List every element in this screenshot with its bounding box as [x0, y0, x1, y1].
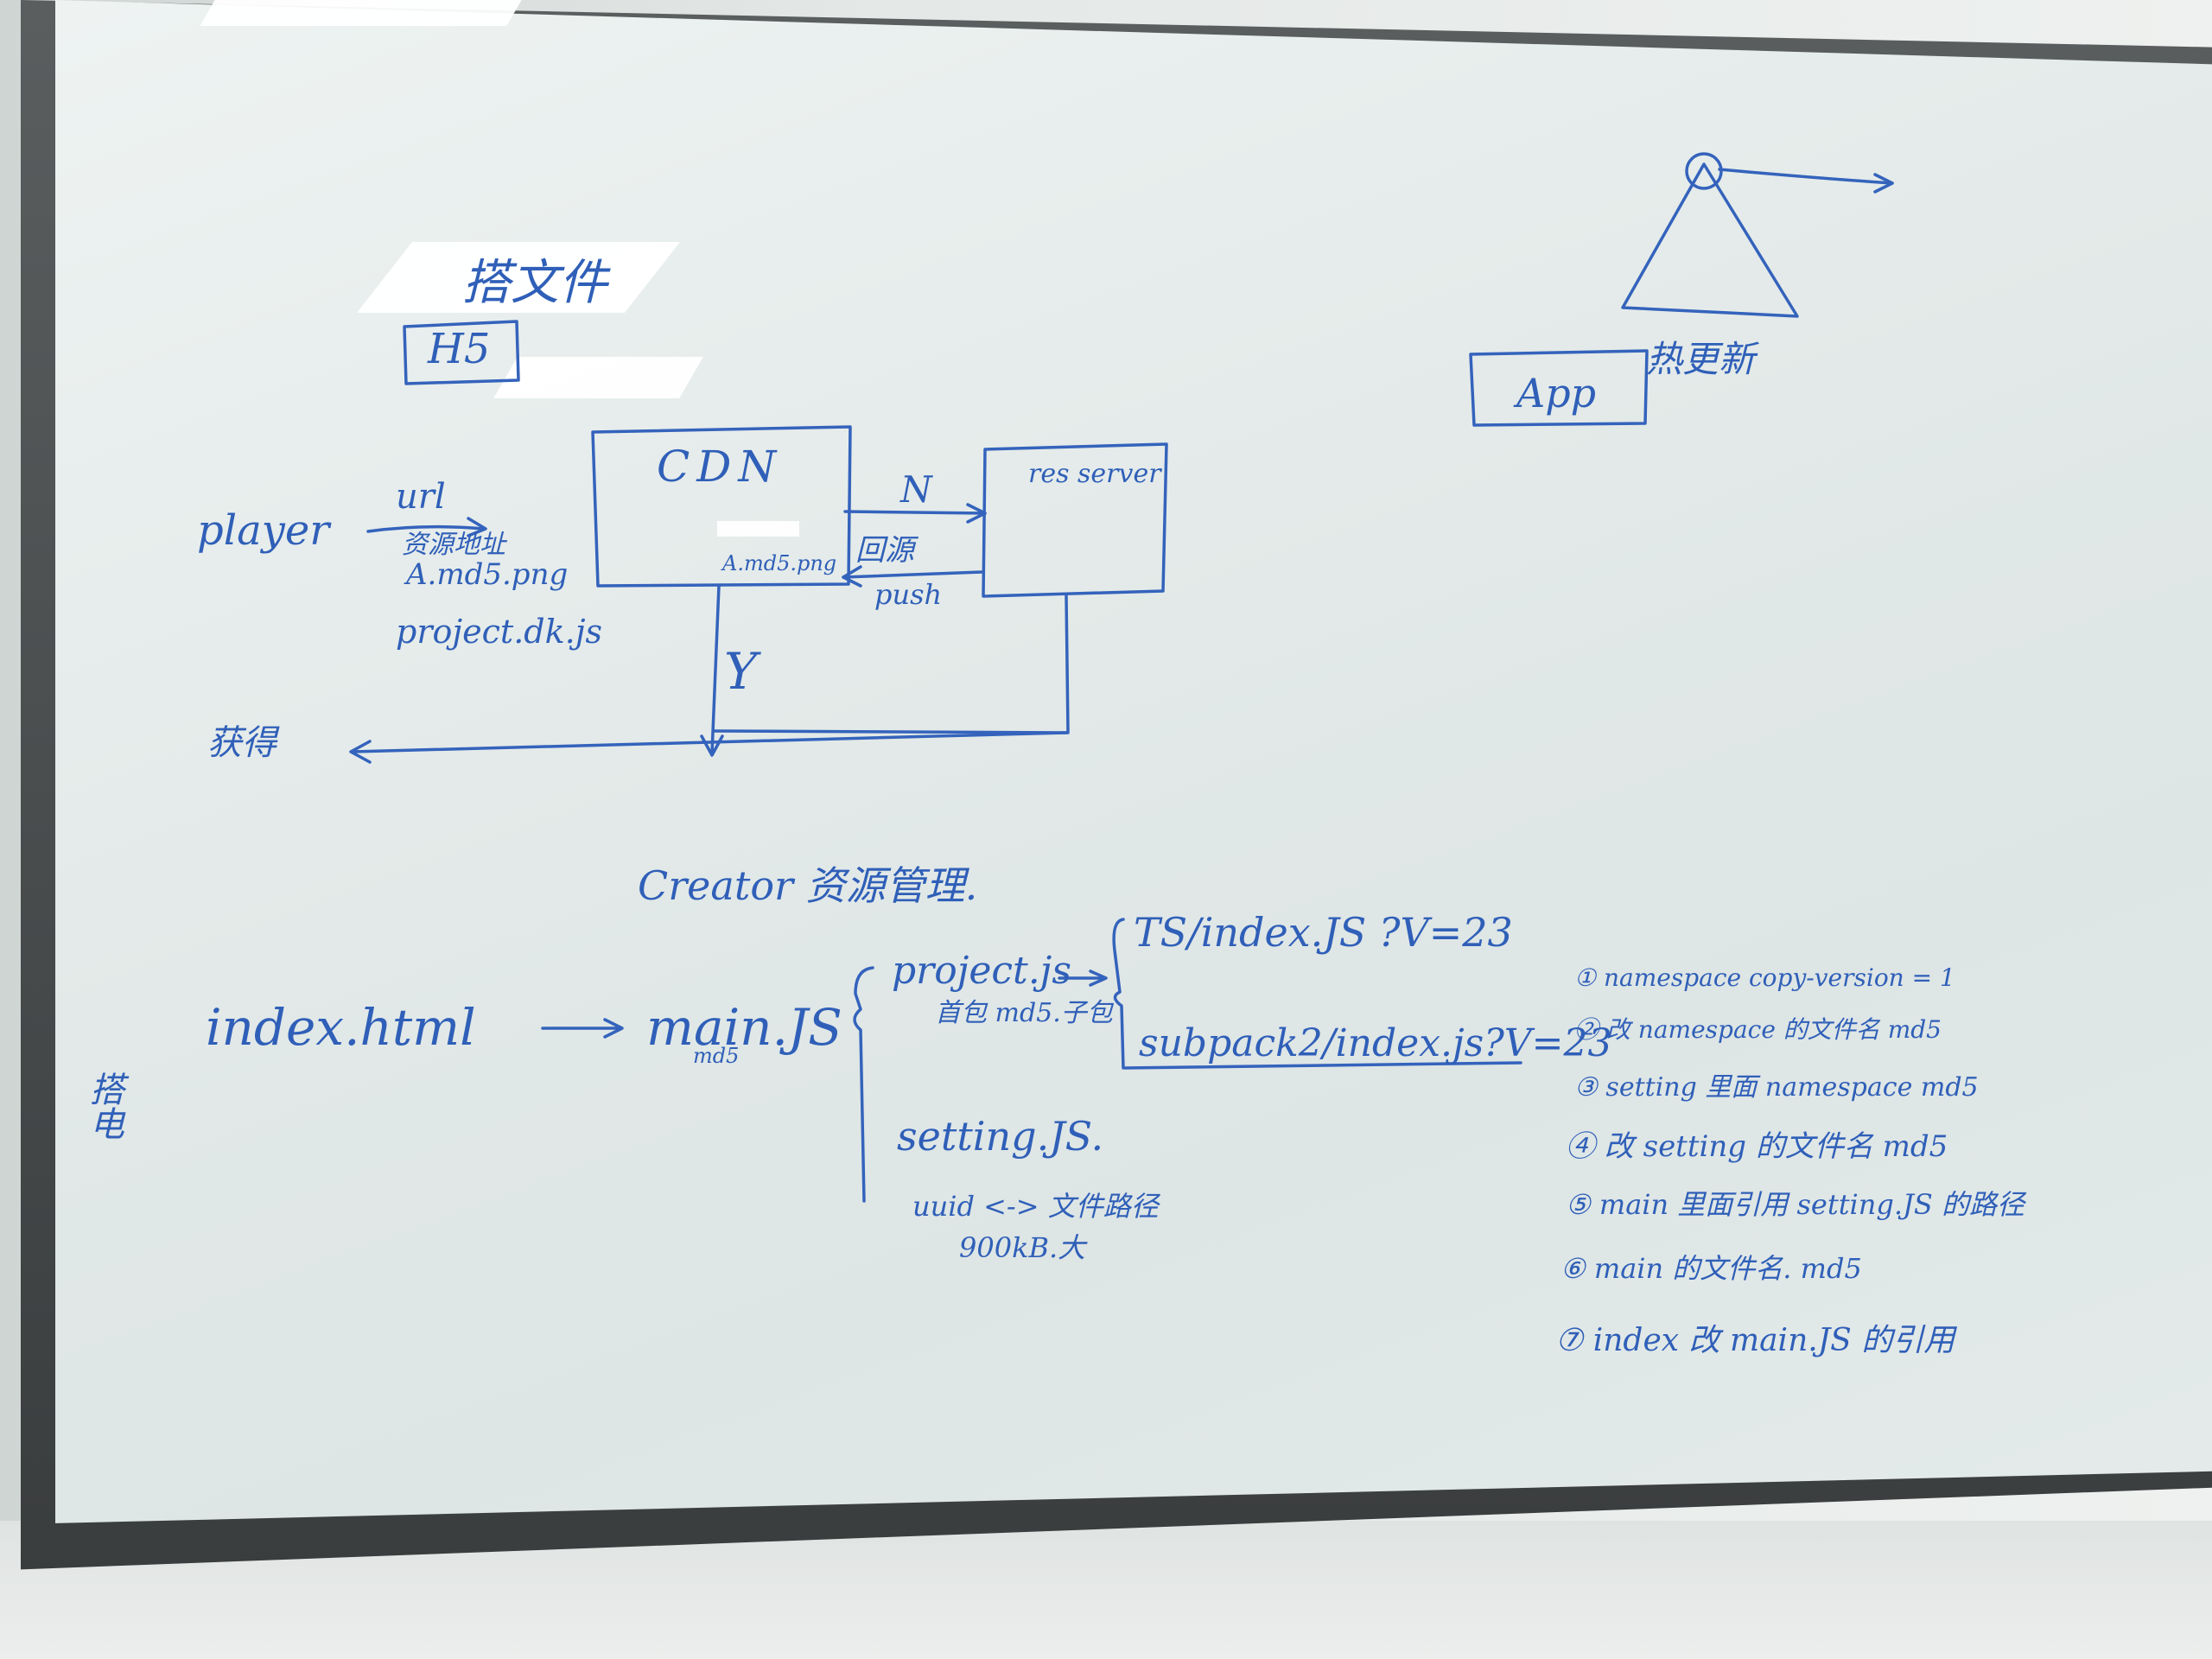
- arrow-n: [843, 510, 987, 515]
- step-2: ② 改 namespace 的文件名 md5: [1574, 1015, 1942, 1044]
- back-to-source-label: 回源: [855, 533, 914, 568]
- step-6: ⑥ main 的文件名. md5: [1560, 1252, 1862, 1285]
- uuid-note-label: uuid <-> 文件路径: [912, 1190, 1159, 1223]
- h5-label: H5: [428, 325, 491, 373]
- project-note-label: 首包 md5.子包: [935, 998, 1113, 1028]
- asset-file-label: A.md5.png: [406, 557, 569, 592]
- step-7: ⑦ index 改 main.JS 的引用: [1555, 1323, 1955, 1358]
- step-4: ④ 改 setting 的文件名 md5: [1566, 1129, 1948, 1164]
- size-note-label: 900kB.大: [959, 1231, 1086, 1264]
- brace-main: [853, 966, 874, 1203]
- cdn-box: [591, 425, 852, 588]
- creator-title: Creator 资源管理.: [638, 862, 978, 909]
- cdn-file-label: A.md5.png: [722, 551, 837, 575]
- push-label: push: [874, 578, 943, 611]
- app-label: App: [1516, 370, 1597, 416]
- index-html-label: index.html: [206, 998, 476, 1057]
- step-3: ③ setting 里面 namespace md5: [1574, 1072, 1979, 1103]
- arrow-url: [366, 524, 486, 533]
- line-res-server-down: [712, 594, 1070, 734]
- setting-js-label: setting.JS.: [897, 1113, 1104, 1160]
- ts-index-label: TS/index.JS ?V=23: [1134, 909, 1513, 956]
- res-server-box: [982, 442, 1168, 598]
- cdn-label: CDN: [657, 442, 784, 492]
- ceiling-light-reflection: [717, 521, 799, 537]
- no-label: N: [900, 468, 932, 511]
- h5-box: [403, 320, 520, 385]
- tree-arrow: [1718, 168, 1894, 185]
- arrow-back-to-source: [842, 570, 983, 579]
- main-js-label: main.JS: [646, 998, 842, 1057]
- app-box: [1469, 349, 1649, 427]
- project-js-label: project.js: [892, 949, 1071, 993]
- url-label: url: [396, 477, 446, 517]
- yes-label: Y: [724, 642, 758, 701]
- side-note-label: 搭电: [84, 1071, 124, 1141]
- player-label: player: [197, 506, 330, 555]
- step-1: ① namespace copy-version = 1: [1574, 963, 1955, 992]
- project-file-label: project.dk.js: [396, 613, 602, 651]
- fetch-label: 获得: [207, 723, 276, 763]
- hot-update-label: 热更新: [1646, 338, 1756, 380]
- brace-project: [1112, 918, 1125, 1070]
- tree-triangle: [1621, 162, 1799, 318]
- underline-subpack: [1123, 1061, 1522, 1070]
- step-5: ⑤ main 里面引用 setting.JS 的路径: [1566, 1188, 2024, 1221]
- tree-node: [1685, 152, 1723, 190]
- top-left-label: 搭文件: [462, 255, 607, 311]
- line-y: [710, 584, 721, 755]
- subpack-index-label: subpack2/index.js?V=23: [1139, 1021, 1612, 1065]
- res-server-label: res server: [1028, 459, 1161, 489]
- resource-address-label: 资源地址: [402, 530, 505, 560]
- main-md5-label: md5: [693, 1044, 740, 1068]
- arrow-fetch: [351, 731, 1068, 753]
